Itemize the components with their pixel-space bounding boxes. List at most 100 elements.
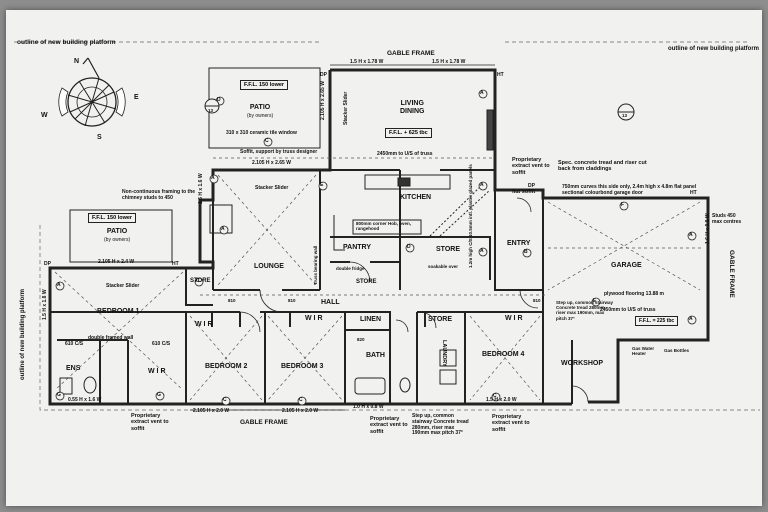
- note-slider-bed1: Stacker Slider: [106, 283, 140, 289]
- dim-wir-cs: 610 C/S: [152, 341, 171, 347]
- marker-a-2: A: [480, 182, 484, 188]
- note-step-up: Step up, common stairway Concrete tread …: [556, 300, 614, 321]
- room-laundry: LAUNDRY: [441, 340, 447, 367]
- note-step-down: Step up, common stairway Concrete tread …: [412, 413, 469, 437]
- room-kitchen: KITCHEN: [400, 194, 432, 201]
- marker-810-1: 810: [228, 298, 236, 303]
- note-gas-water: Gas Water Heater: [632, 346, 655, 357]
- note-slider-lounge: Stacker Slider: [255, 185, 289, 191]
- marker-dp-top: DP: [320, 72, 327, 78]
- note-chimney-framing: Non-continuous framing to the chimney st…: [122, 189, 196, 201]
- ffl-garage: F.F.L. = 225 tbc: [635, 316, 679, 326]
- dim-lounge-side: 1.6 H x 1.6 W: [198, 173, 204, 204]
- note-flat-soffit: flat soffit: [512, 189, 536, 195]
- marker-ht-left: HT: [172, 261, 179, 267]
- room-ensuite: ENS: [66, 365, 81, 372]
- gable-frame-right: GABLE FRAME: [728, 250, 735, 298]
- marker-c-3: C: [299, 397, 303, 403]
- marker-a-4: A: [221, 226, 225, 232]
- note-gas-bottles: Gas Bottles: [664, 348, 690, 353]
- compass-e: E: [134, 94, 139, 101]
- marker-c-1: C: [196, 278, 200, 284]
- marker-810-3: 810: [533, 298, 541, 303]
- wet-area-fixtures: [59, 204, 457, 395]
- room-bedroom-2: BEDROOM 2: [205, 363, 248, 370]
- dim-bed1-side: 1.5 H x 1.8 W: [42, 289, 48, 320]
- room-store-hall: STORE: [356, 279, 377, 285]
- marker-13-right: 13: [622, 113, 628, 118]
- grid-markers: [55, 89, 697, 406]
- compass-rose: [58, 57, 126, 127]
- marker-ht-top: HT: [497, 72, 504, 78]
- note-ceiling-wall: 1.2m high C/S 10.5mm intl. plaster glaze…: [468, 164, 473, 268]
- marker-d-2: D: [407, 244, 411, 250]
- truss-dashes: [54, 157, 702, 401]
- room-patio-left: PATIO(by owners): [104, 228, 131, 243]
- outline-label-vertical: outline of new building platform: [20, 289, 26, 380]
- room-workshop: WORKSHOP: [561, 360, 603, 367]
- note-truss-garage: 2450mm to U/S of truss: [600, 307, 656, 313]
- outline-label-right: outline of new building platform: [668, 46, 759, 52]
- dim-living-left: 2.105 H x 2.65 W: [320, 81, 326, 120]
- marker-d-1: D: [217, 97, 221, 103]
- compass-s: S: [97, 134, 102, 141]
- dim-top-right: 1.5 H x 1.78 W: [432, 59, 466, 65]
- dim-bed4-window: 1.5 H x 2.0 W: [486, 397, 517, 403]
- room-store-bath: STORE: [428, 316, 452, 323]
- dim-patio: 2.105 H x 2.4 W: [98, 259, 135, 265]
- note-spec-concrete: Spec. concrete tread and riser cut back …: [558, 160, 647, 173]
- note-vent-bath: Proprietary extract vent to soffit: [370, 416, 408, 435]
- dim-ensuite-cs: 610 C/S: [65, 341, 84, 347]
- dim-bed2-window: 2.105 H x 2.0 W: [193, 408, 230, 414]
- room-wir-4: W I R: [505, 315, 523, 322]
- compass-n: N: [74, 58, 80, 65]
- room-bedroom-3: BEDROOM 3: [281, 363, 324, 370]
- note-vent-top: Proprietary extract vent to soffit: [512, 157, 550, 176]
- marker-a-6: A: [689, 232, 693, 238]
- note-vent-bed4: Proprietary extract vent to soffit: [492, 414, 530, 433]
- marker-a-8: A: [480, 248, 484, 254]
- dimension-ticks: [190, 64, 495, 411]
- marker-a-7: A: [689, 316, 693, 322]
- note-double-framed: double framed wall: [88, 335, 134, 341]
- ffl-patio-top: F.F.L. 150 lower: [240, 80, 289, 90]
- ffl-living: F.F.L. + 625 tbc: [385, 128, 432, 138]
- room-bedroom-1: BEDROOM 1: [97, 308, 140, 315]
- note-store-kitchen: soakable over: [428, 264, 459, 269]
- dim-garage-right: 1.6 H x 0.8 W: [705, 213, 711, 244]
- marker-c-5: C: [265, 138, 269, 144]
- marker-810-2: 810: [288, 298, 296, 303]
- note-truss-living: 2450mm to U/S of truss: [377, 151, 433, 157]
- room-wir-2: W I R: [195, 321, 213, 328]
- room-wir-3: W I R: [305, 315, 323, 322]
- marker-13-left: 13: [208, 108, 214, 113]
- marker-dp-right: DP: [528, 183, 535, 189]
- marker-f-1: F: [621, 202, 625, 208]
- room-hall: HALL: [321, 299, 340, 306]
- marker-a-5: A: [57, 282, 61, 288]
- outline-label-left: outline of new building platform: [17, 39, 116, 46]
- room-bath: BATH: [366, 352, 385, 359]
- dim-top-left: 1.5 H x 1.78 W: [350, 59, 384, 65]
- note-double-fridge: double fridge: [336, 266, 365, 271]
- section-marker-right: [617, 103, 635, 121]
- room-wir-1: W I R: [148, 368, 166, 375]
- note-tile-window: 310 x 310 ceramic tile window: [226, 130, 297, 136]
- dim-lounge-top: 2.105 H x 2.65 W: [252, 160, 291, 166]
- marker-c-2: C: [223, 397, 227, 403]
- gable-frame-bottom: GABLE FRAME: [240, 419, 288, 426]
- marker-e-1: E: [320, 182, 324, 188]
- room-linen: LINEN: [360, 316, 381, 323]
- section-marker-left: [204, 98, 220, 114]
- paper-sheet: [6, 10, 762, 506]
- note-garage-floor: plywood flooring 13.88 m: [604, 291, 665, 297]
- internal-walls: [50, 169, 573, 404]
- room-store-kitchen: STORE: [436, 246, 460, 253]
- gable-frame-top: GABLE FRAME: [387, 50, 435, 57]
- note-garage-door: 750mm curves this side only, 2.4m high x…: [562, 184, 697, 196]
- building-platform-outline: [14, 41, 760, 411]
- door-swings: [239, 197, 589, 403]
